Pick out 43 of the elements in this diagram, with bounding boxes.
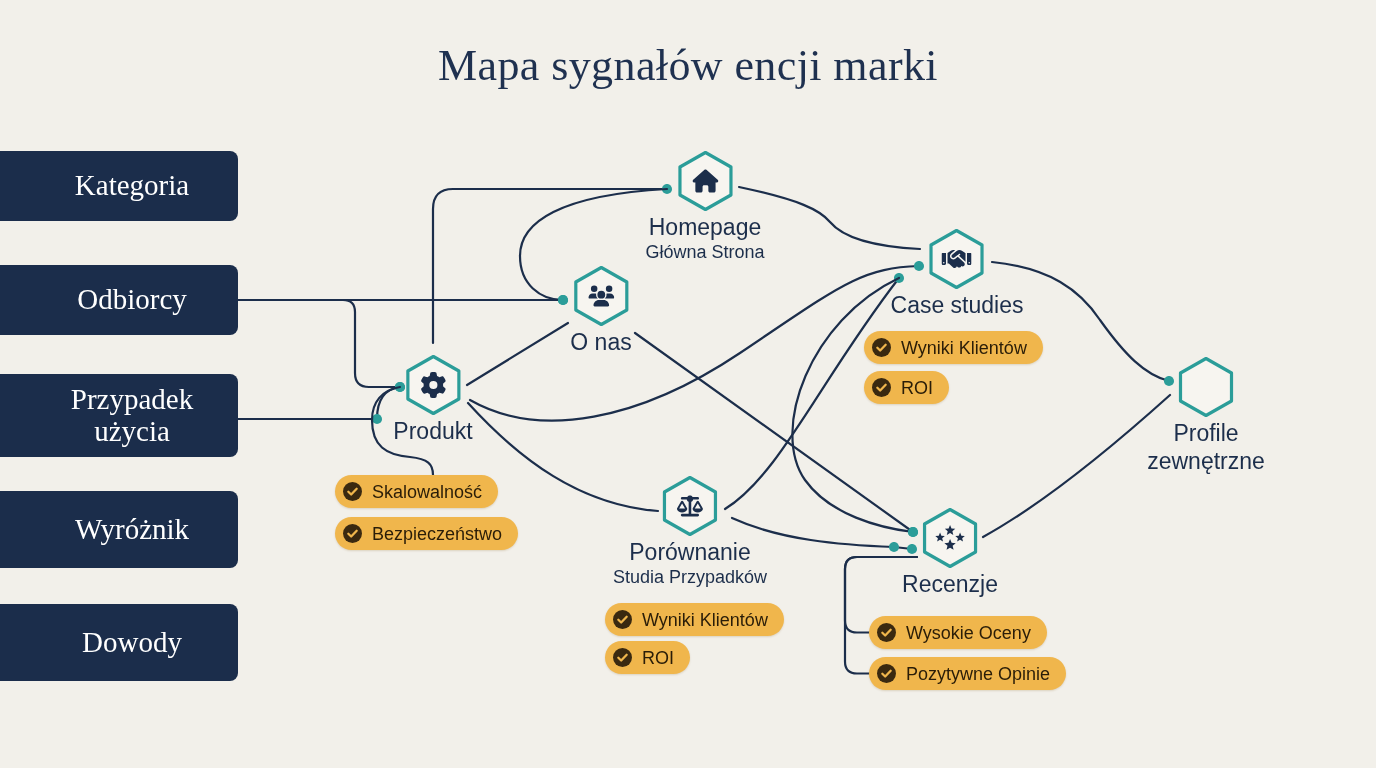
category-tab: Dowody bbox=[0, 604, 238, 681]
connector-line bbox=[990, 260, 1175, 387]
node-label: Homepage bbox=[648, 213, 762, 241]
connector-line bbox=[431, 183, 673, 345]
signal-tag bbox=[864, 331, 1043, 364]
tag-label: Wysokie Oceny bbox=[906, 621, 1031, 644]
node-label: Porównanie bbox=[629, 538, 751, 566]
tag-label: Pozytywne Opinie bbox=[906, 662, 1051, 685]
signal-tag bbox=[864, 371, 949, 404]
tag-label: ROI bbox=[901, 376, 933, 399]
signal-tag bbox=[605, 641, 690, 674]
connector-line bbox=[633, 331, 919, 538]
connector-line bbox=[843, 555, 919, 675]
connector-line bbox=[730, 516, 917, 554]
tag-label: Wyniki Klientów bbox=[642, 608, 768, 631]
signal-tag bbox=[335, 517, 519, 550]
connector-line bbox=[723, 272, 905, 511]
category-tab: Wyróżnik bbox=[0, 491, 238, 568]
signal-tag bbox=[869, 616, 1047, 649]
node-sublabel: Studia Przypadków bbox=[612, 566, 768, 588]
node-label: Recenzje bbox=[902, 570, 998, 598]
tag-label: Bezpieczeństwo bbox=[372, 522, 503, 545]
category-tab: Kategoria bbox=[0, 151, 238, 221]
node-label: Case studies bbox=[890, 291, 1024, 319]
connector-line bbox=[465, 321, 570, 387]
connector-line bbox=[370, 385, 435, 477]
diagram-title: Mapa sygnałów encji marki bbox=[438, 40, 938, 92]
tag-label: ROI bbox=[642, 646, 674, 669]
connector-line bbox=[981, 393, 1172, 539]
signal-tag bbox=[335, 475, 499, 508]
node-label: Profile zewnętrzne bbox=[1146, 419, 1266, 475]
connector-line bbox=[468, 260, 925, 422]
tag-label: Skalowalność bbox=[372, 480, 483, 503]
signal-tag bbox=[605, 603, 784, 636]
node-label: Produkt bbox=[393, 417, 473, 445]
tag-label: Wyniki Klientów bbox=[901, 336, 1027, 359]
signal-tag bbox=[869, 657, 1067, 690]
connector-line bbox=[466, 401, 660, 513]
category-tab: Odbiorcy bbox=[0, 265, 238, 335]
category-tab: Przypadek użycia bbox=[0, 374, 238, 457]
node-sublabel: Główna Strona bbox=[645, 241, 765, 263]
node-label: O nas bbox=[570, 328, 632, 356]
connector-line bbox=[737, 185, 922, 251]
